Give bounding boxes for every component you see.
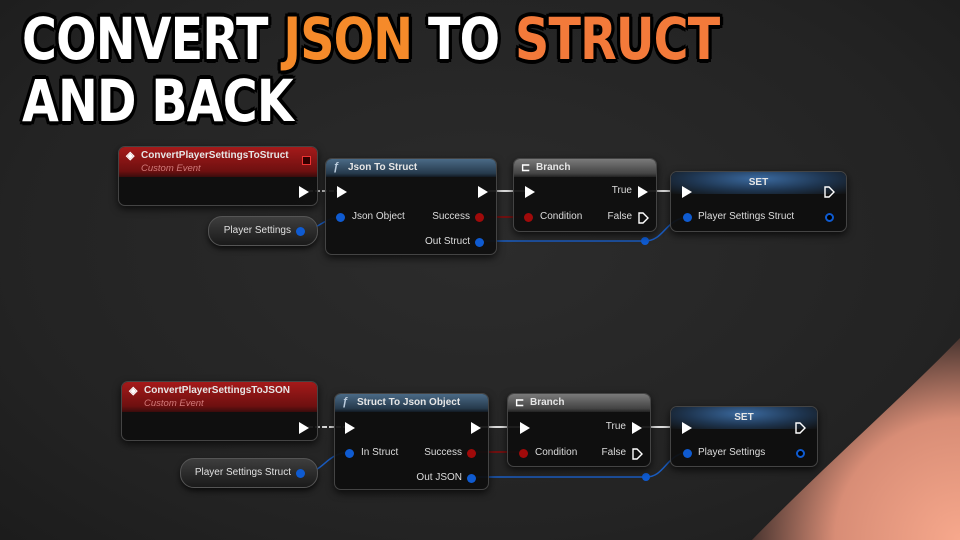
branch-icon: ⊏ <box>521 162 531 174</box>
pin-label: In Struct <box>361 447 399 458</box>
variable-get-node[interactable]: Player Settings <box>208 216 318 246</box>
node-title: Json To Struct <box>348 162 418 173</box>
event-name: ConvertPlayerSettingsToJSON <box>144 385 290 396</box>
set-node[interactable]: SET Player Settings Struct <box>670 171 847 232</box>
event-diamond-icon: ◈ <box>126 150 135 162</box>
event-name: ConvertPlayerSettingsToStruct <box>141 150 289 161</box>
value-out-pin[interactable] <box>796 449 805 458</box>
set-node[interactable]: SET Player Settings <box>670 406 818 467</box>
value-out-pin[interactable] <box>825 213 834 222</box>
variable-name: Player Settings Struct <box>194 467 291 478</box>
node-title: SET <box>671 407 817 429</box>
pin-label: Condition <box>535 447 578 458</box>
in-struct-pin[interactable] <box>345 449 354 458</box>
struct-to-json-node[interactable]: ƒ Struct To Json Object In Struct Success… <box>334 393 489 490</box>
node-title: Branch <box>530 397 565 408</box>
branch-icon: ⊏ <box>515 397 525 409</box>
exec-out-pin[interactable] <box>478 186 488 198</box>
exec-in-pin[interactable] <box>345 422 355 434</box>
pin-label: False <box>607 211 632 222</box>
title-line-1: CONVERT JSON TO STRUCT <box>22 5 720 73</box>
value-in-pin[interactable] <box>683 213 692 222</box>
exec-out-pin[interactable] <box>795 422 806 434</box>
exec-in-pin[interactable] <box>682 186 692 198</box>
exec-out-pin[interactable] <box>824 186 835 198</box>
pin-label: Json Object <box>352 211 405 222</box>
true-pin[interactable] <box>632 422 642 434</box>
condition-pin[interactable] <box>519 449 528 458</box>
exec-in-pin[interactable] <box>525 186 535 198</box>
pin-label: False <box>601 447 626 458</box>
variable-out-pin[interactable] <box>296 227 305 236</box>
pin-label: True <box>605 421 626 432</box>
exec-out-pin[interactable] <box>299 186 309 198</box>
condition-pin[interactable] <box>524 213 533 222</box>
custom-event-node[interactable]: ◈ ConvertPlayerSettingsToJSON Custom Event <box>121 381 318 441</box>
json-to-struct-node[interactable]: ƒ Json To Struct Json Object Success Out … <box>325 158 497 255</box>
pin-label: Out Struct <box>424 236 470 247</box>
false-pin[interactable] <box>632 448 643 460</box>
json-object-pin[interactable] <box>336 213 345 222</box>
success-pin[interactable] <box>467 449 476 458</box>
variable-out-pin[interactable] <box>296 469 305 478</box>
out-json-pin[interactable] <box>467 474 476 483</box>
exec-out-pin[interactable] <box>299 422 309 434</box>
true-pin[interactable] <box>638 186 648 198</box>
value-in-pin[interactable] <box>683 449 692 458</box>
pin-label: Condition <box>540 211 583 222</box>
node-title: Struct To Json Object <box>357 397 461 408</box>
event-diamond-icon: ◈ <box>129 385 138 397</box>
pin-label: Player Settings <box>698 447 766 458</box>
success-pin[interactable] <box>475 213 484 222</box>
function-icon: ƒ <box>333 161 340 173</box>
pin-label: Success <box>432 211 470 222</box>
delegate-pin[interactable] <box>302 156 311 165</box>
false-pin[interactable] <box>638 212 649 224</box>
pin-label: True <box>611 185 632 196</box>
variable-name: Player Settings <box>223 225 291 236</box>
exec-out-pin[interactable] <box>471 422 481 434</box>
node-title: Branch <box>536 162 571 173</box>
event-subtitle: Custom Event <box>141 163 201 174</box>
exec-in-pin[interactable] <box>682 422 692 434</box>
exec-in-pin[interactable] <box>337 186 347 198</box>
out-struct-pin[interactable] <box>475 238 484 247</box>
exec-in-pin[interactable] <box>520 422 530 434</box>
title-line-2: AND BACK <box>22 67 294 135</box>
function-icon: ƒ <box>342 396 349 408</box>
branch-node[interactable]: ⊏ Branch True Condition False <box>507 393 651 467</box>
event-subtitle: Custom Event <box>144 398 204 409</box>
branch-node[interactable]: ⊏ Branch True Condition False <box>513 158 657 232</box>
node-title: SET <box>671 172 846 194</box>
pin-label: Success <box>424 447 462 458</box>
pin-label: Player Settings Struct <box>698 211 795 222</box>
pin-label: Out JSON <box>416 472 462 483</box>
variable-get-node[interactable]: Player Settings Struct <box>180 458 318 488</box>
